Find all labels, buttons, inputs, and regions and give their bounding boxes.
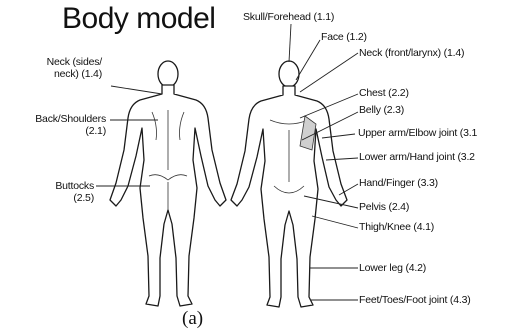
label-feet-toes: Feet/Toes/Foot joint (4.3) — [359, 294, 471, 306]
label-buttocks: Buttocks (2.5) — [30, 180, 94, 204]
label-buttocks-line2: (2.5) — [30, 192, 94, 204]
label-lower-leg: Lower leg (4.2) — [359, 262, 426, 274]
label-back-shoulders-line1: Back/Shoulders — [10, 113, 106, 125]
label-hand-finger: Hand/Finger (3.3) — [359, 177, 438, 189]
label-neck-sides-line1: Neck (sides/ — [18, 56, 102, 68]
label-buttocks-line1: Buttocks — [30, 180, 94, 192]
label-skull-forehead: Skull/Forehead (1.1) — [243, 11, 334, 23]
back-view-figure — [110, 61, 226, 306]
label-thigh-knee: Thigh/Knee (4.1) — [359, 221, 434, 233]
label-face: Face (1.2) — [321, 31, 367, 43]
figure-caption: (a) — [182, 308, 203, 330]
label-upper-arm: Upper arm/Elbow joint (3.1 — [358, 127, 477, 139]
front-view-figure — [231, 61, 347, 307]
label-neck-front: Neck (front/larynx) (1.4) — [359, 47, 464, 59]
label-neck-sides-line2: neck) (1.4) — [18, 68, 102, 80]
label-chest: Chest (2.2) — [359, 87, 409, 99]
label-belly: Belly (2.3) — [359, 104, 404, 116]
label-lower-arm: Lower arm/Hand joint (3.2 — [359, 151, 475, 163]
label-pelvis: Pelvis (2.4) — [359, 201, 409, 213]
label-back-shoulders-line2: (2.1) — [10, 125, 106, 137]
label-back-shoulders: Back/Shoulders (2.1) — [10, 113, 106, 137]
label-neck-sides: Neck (sides/ neck) (1.4) — [18, 56, 102, 80]
